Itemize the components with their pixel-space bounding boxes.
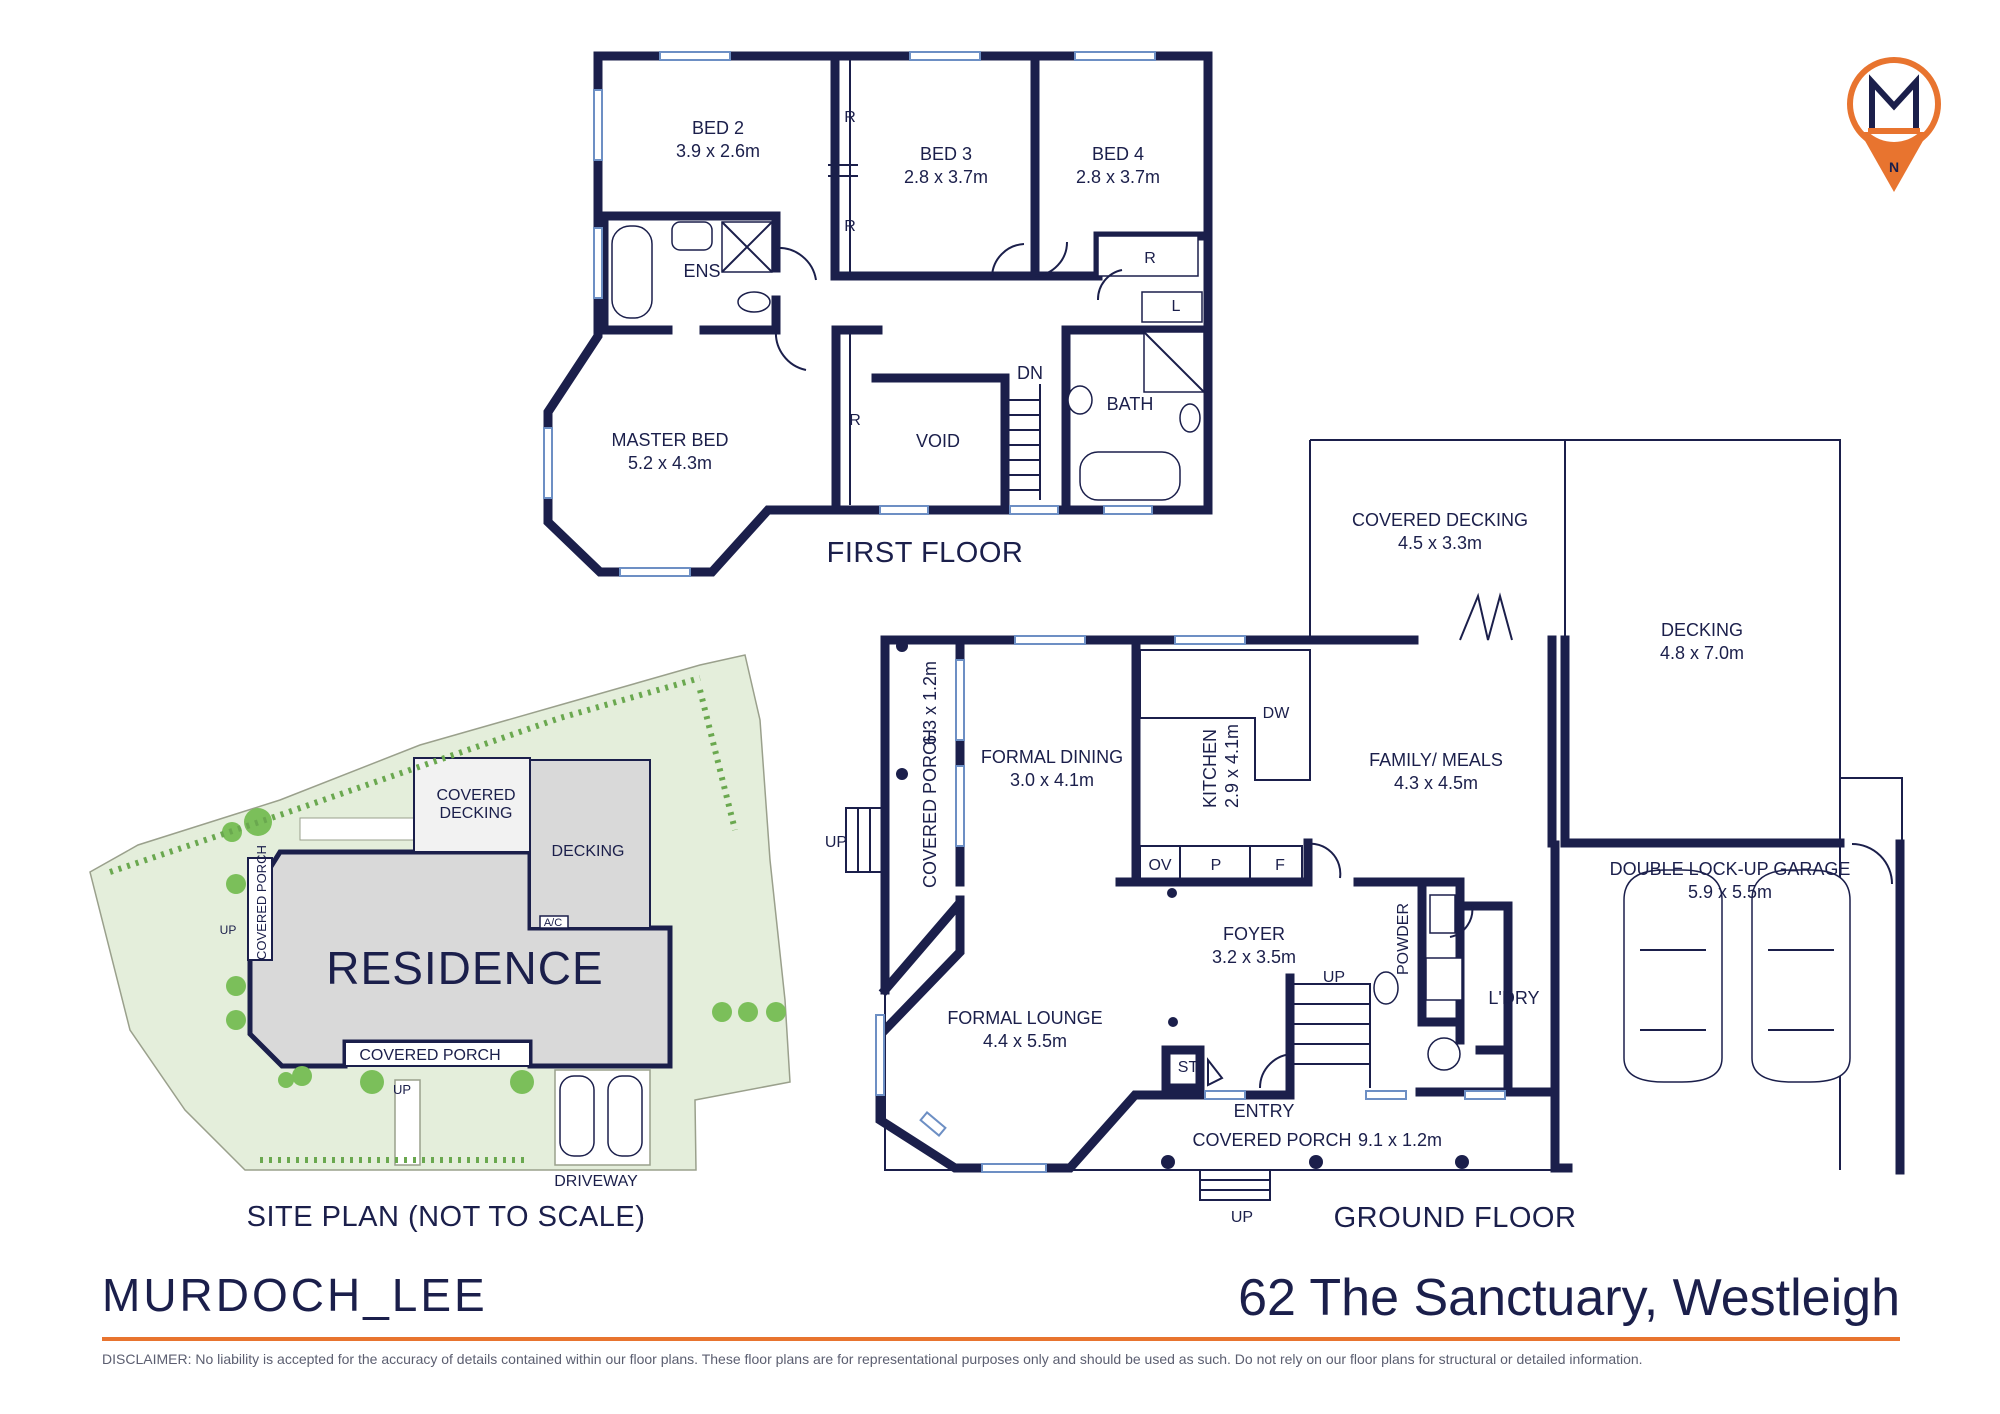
bath-label: BATH — [1107, 394, 1154, 414]
site-up-label: UP — [220, 923, 237, 937]
site-plan — [89, 654, 791, 1171]
site-side-porch-label: COVERED PORCH — [254, 845, 269, 960]
site-decking-label: DECKING — [552, 843, 625, 860]
site-plan-title: SITE PLAN (NOT TO SCALE) — [247, 1201, 646, 1233]
covered-decking-size: 4.5 x 3.3m — [1398, 533, 1482, 553]
first-floor-plan — [543, 51, 1213, 577]
ground-floor-stairs — [1292, 983, 1371, 1088]
residence-label: RESIDENCE — [326, 942, 603, 994]
powder-label: POWDER — [1395, 903, 1412, 975]
side-steps-up-label: UP — [825, 834, 847, 851]
agency-logo: MURDOCH_LEE — [102, 1269, 488, 1321]
store-label: ST — [1178, 1059, 1199, 1076]
formal-lounge-size: 4.4 x 5.5m — [983, 1031, 1067, 1051]
first-floor-title: FIRST FLOOR — [827, 537, 1024, 569]
ensuite-label: ENS — [683, 261, 720, 281]
first-floor-stairs — [1004, 384, 1041, 500]
family-meals-size: 4.3 x 4.5m — [1394, 773, 1478, 793]
bed3-name: BED 3 — [920, 144, 972, 164]
decking-name: DECKING — [1661, 620, 1743, 640]
car-icon — [1623, 869, 1723, 1083]
void-label: VOID — [916, 431, 960, 451]
robe-label: R — [1144, 250, 1156, 267]
ground-floor-plan — [845, 439, 1905, 1201]
site-covered-decking-label: COVERED — [436, 787, 515, 804]
dishwasher-label: DW — [1263, 705, 1291, 722]
bed4-size: 2.8 x 3.7m — [1076, 167, 1160, 187]
site-up-label: UP — [393, 1082, 411, 1097]
formal-dining-name: FORMAL DINING — [981, 747, 1123, 767]
car-icon — [1751, 869, 1851, 1083]
property-address: 62 The Sanctuary, Westleigh — [1238, 1269, 1900, 1327]
side-porch-name: COVERED PORCH — [920, 729, 940, 888]
family-meals-name: FAMILY/ MEALS — [1369, 750, 1503, 770]
formal-lounge-name: FORMAL LOUNGE — [947, 1008, 1102, 1028]
disclaimer-text: DISCLAIMER: No liability is accepted for… — [102, 1351, 1643, 1367]
decking-size: 4.8 x 7.0m — [1660, 643, 1744, 663]
kitchen-size: 2.9 x 4.1m — [1222, 724, 1242, 808]
site-covered-decking-label: DECKING — [440, 805, 513, 822]
entry-label: ENTRY — [1234, 1101, 1295, 1121]
svg-text:N: N — [1889, 159, 1899, 175]
site-covered-porch-label: COVERED PORCH — [359, 1047, 500, 1064]
linen-label: L — [1172, 298, 1181, 315]
oven-label: OV — [1148, 857, 1171, 874]
bed3-size: 2.8 x 3.7m — [904, 167, 988, 187]
bed4-name: BED 4 — [1092, 144, 1144, 164]
side-porch-size: 6.3 x 1.2m — [920, 661, 940, 745]
master-bed-name: MASTER BED — [611, 430, 728, 450]
site-ac-label: A/C — [544, 917, 562, 929]
robe-label: R — [844, 109, 856, 126]
covered-decking-name: COVERED DECKING — [1352, 510, 1528, 530]
master-bed-size: 5.2 x 4.3m — [628, 453, 712, 473]
garage-name: DOUBLE LOCK-UP GARAGE — [1610, 859, 1851, 879]
foyer-size: 3.2 x 3.5m — [1212, 947, 1296, 967]
robe-label: R — [849, 412, 861, 429]
formal-dining-size: 3.0 x 4.1m — [1010, 770, 1094, 790]
map-pin-logo-icon: N — [1847, 57, 1941, 192]
laundry-label: L'DRY — [1488, 988, 1539, 1008]
divider — [102, 1337, 1900, 1341]
front-steps-up-label: UP — [1231, 1209, 1253, 1226]
driveway-label: DRIVEWAY — [554, 1173, 638, 1190]
stairs-down-label: DN — [1017, 363, 1043, 383]
pantry-label: P — [1211, 857, 1222, 874]
bed2-name: BED 2 — [692, 118, 744, 138]
foyer-name: FOYER — [1223, 924, 1285, 944]
garage-size: 5.9 x 5.5m — [1688, 882, 1772, 902]
stairs-up-label: UP — [1323, 969, 1345, 986]
bed2-size: 3.9 x 2.6m — [676, 141, 760, 161]
robe-label: R — [844, 218, 856, 235]
front-porch-size: 9.1 x 1.2m — [1358, 1130, 1442, 1150]
kitchen-name: KITCHEN — [1200, 729, 1220, 808]
fridge-label: F — [1275, 857, 1285, 874]
ground-floor-title: GROUND FLOOR — [1334, 1202, 1577, 1234]
front-porch-name: COVERED PORCH — [1192, 1130, 1351, 1150]
